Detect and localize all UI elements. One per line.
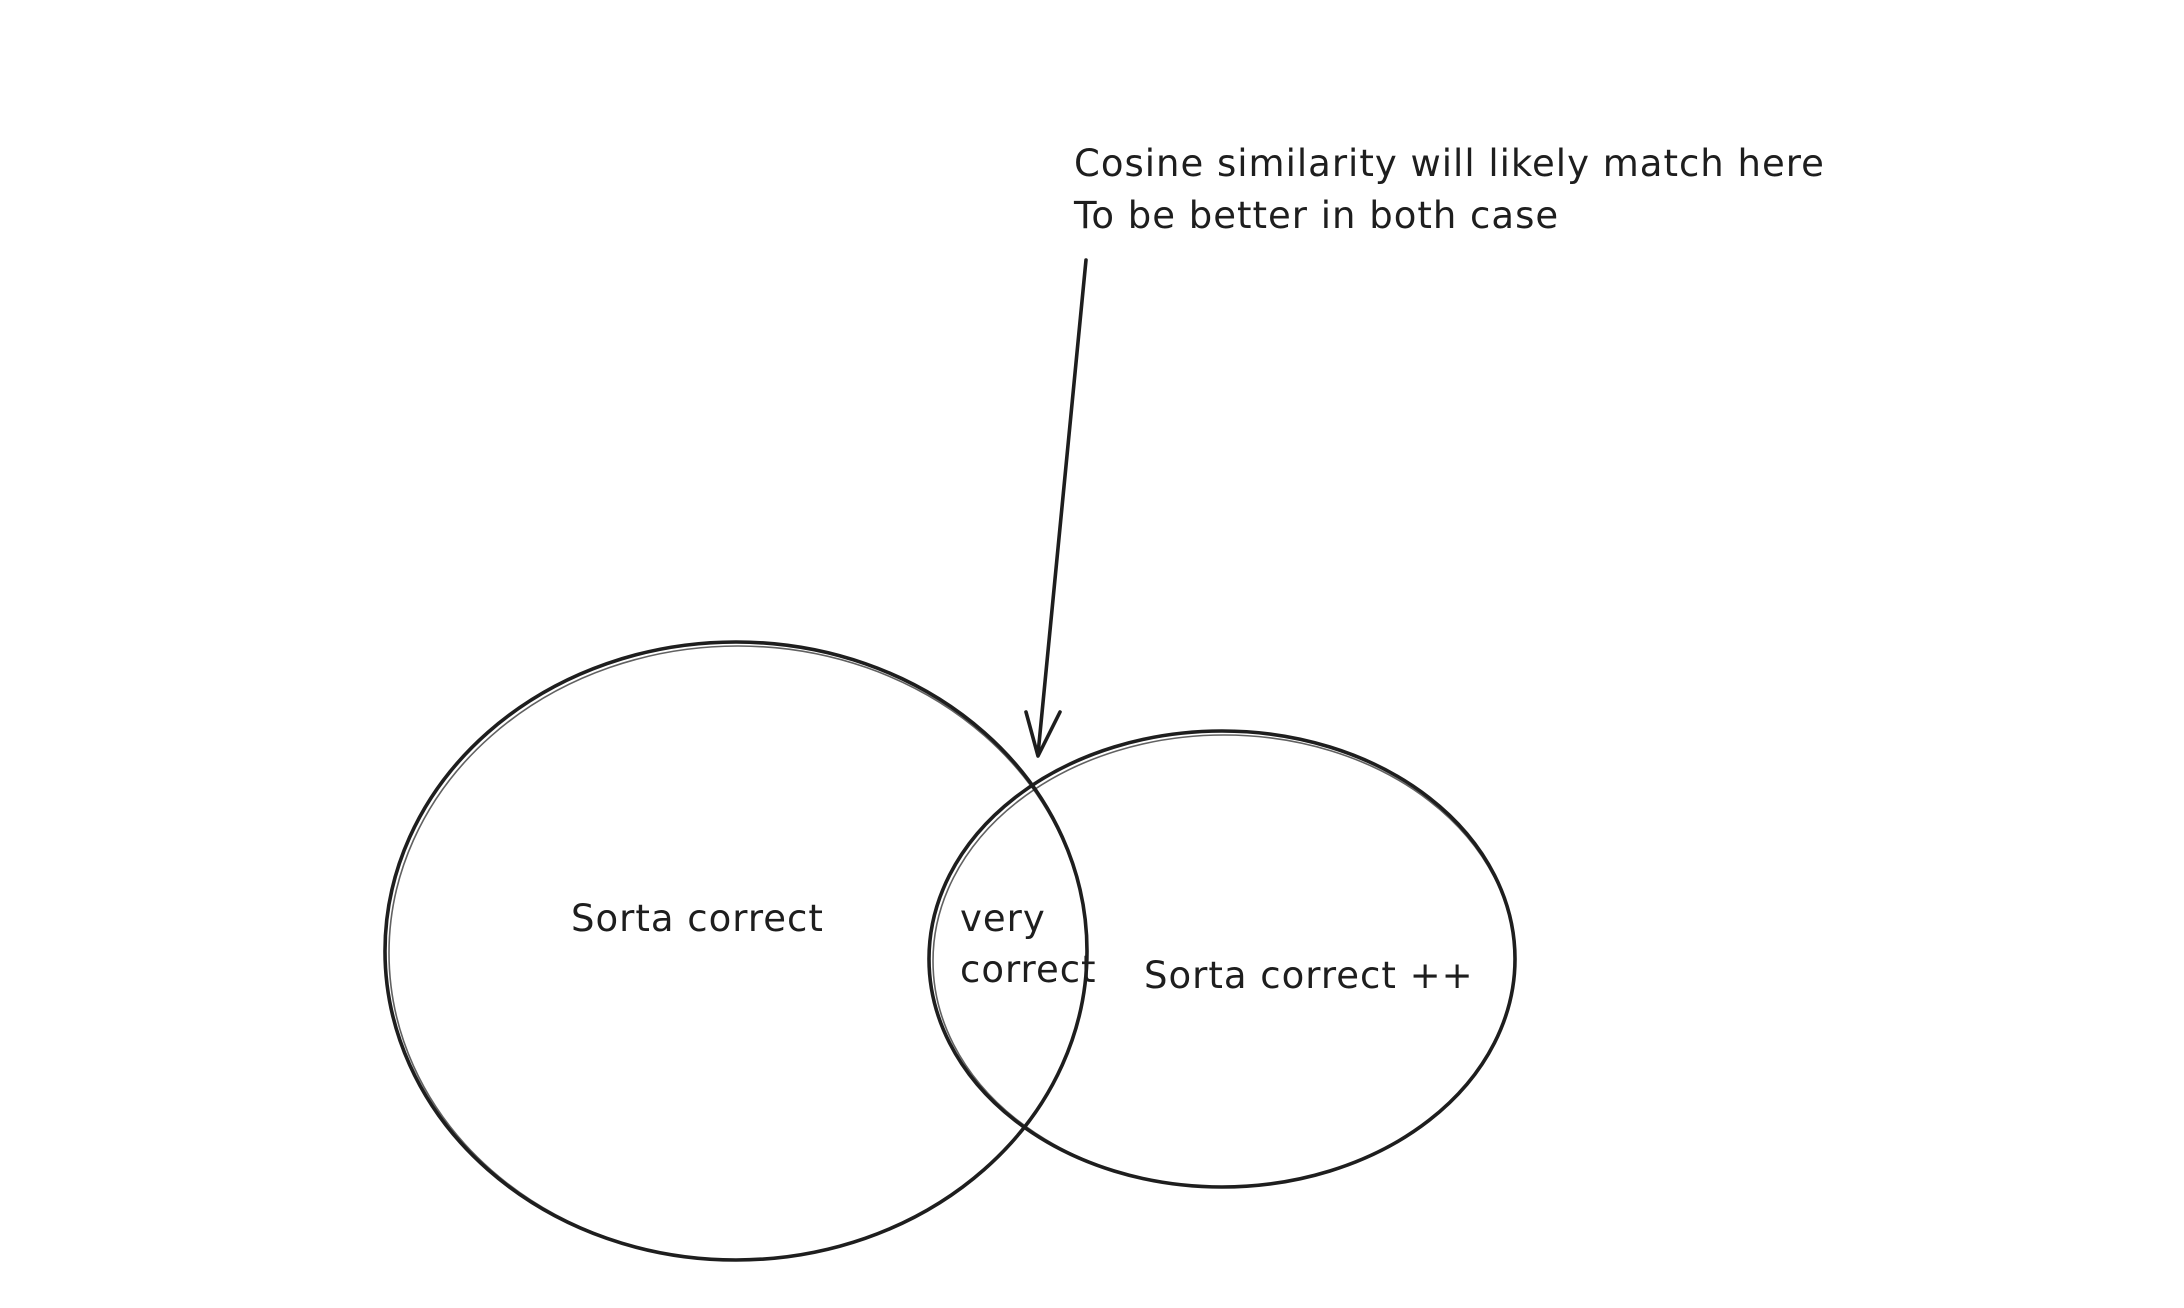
annotation-line-1: Cosine similarity will likely match here (1074, 142, 1825, 185)
overlap-label: very correct (960, 893, 1097, 995)
annotation-line-2: To be better in both case (1074, 194, 1560, 237)
right-circle (927, 729, 1517, 1189)
overlap-label-line-1: very (960, 897, 1046, 940)
right-circle-label: Sorta correct ++ (1144, 954, 1474, 997)
left-circle-label: Sorta correct (571, 897, 824, 940)
annotation-text: Cosine similarity will likely match here… (1074, 138, 1825, 242)
overlap-label-line-2: correct (960, 948, 1097, 991)
left-circle (383, 640, 1089, 1262)
pointer-arrow (1024, 258, 1088, 758)
